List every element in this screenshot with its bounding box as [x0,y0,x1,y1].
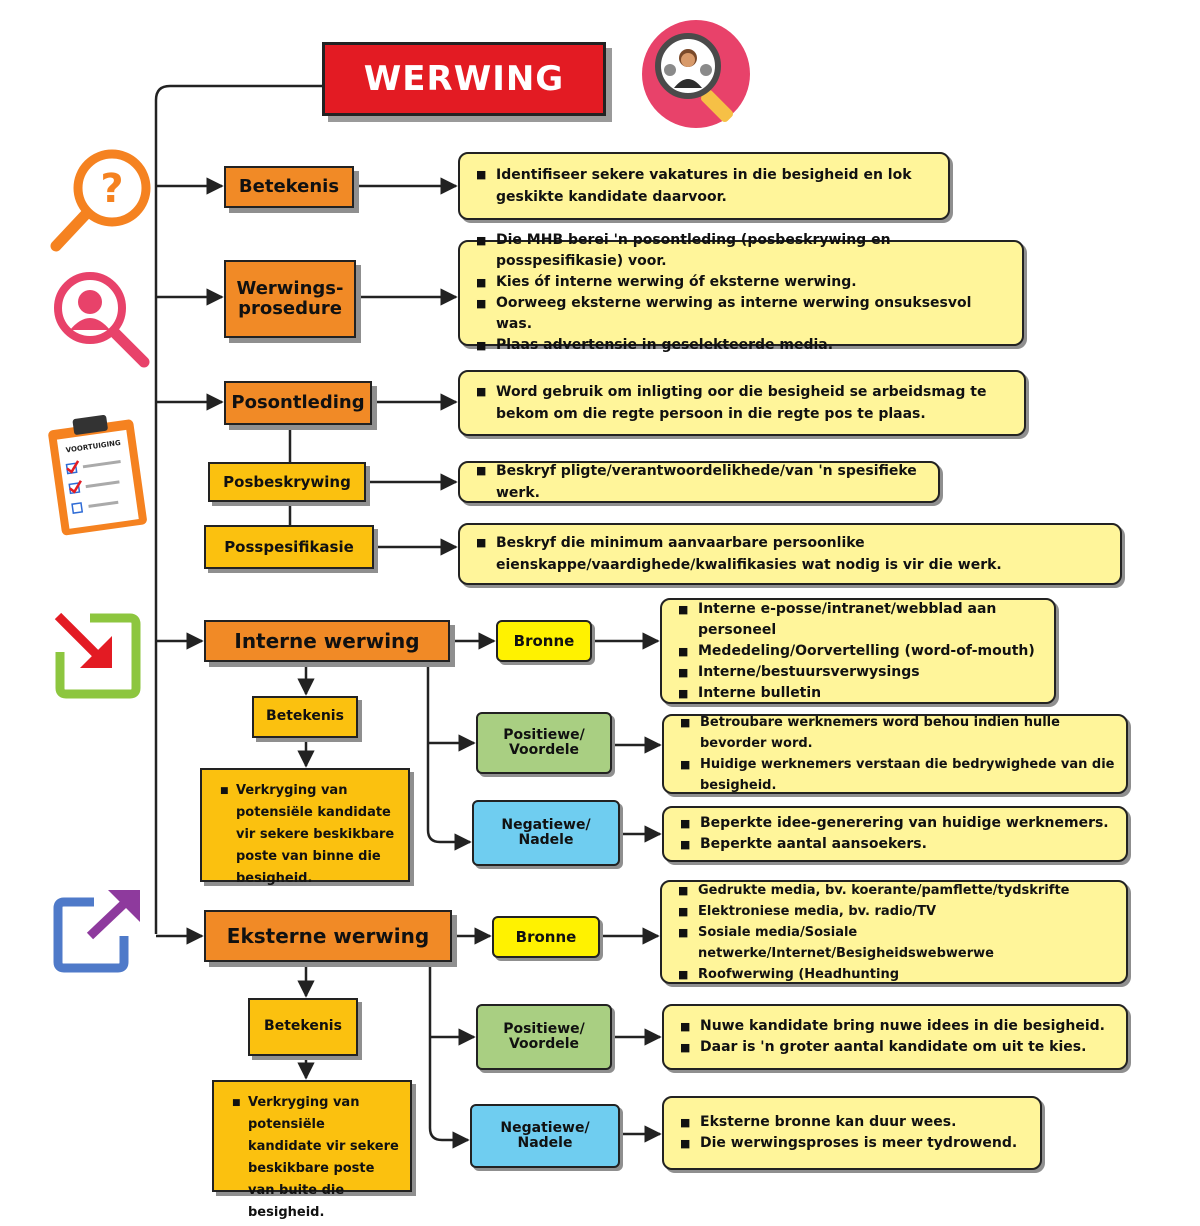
interne-negatief-info: Beperkte idee-generering van huidige wer… [662,806,1128,862]
eksterne-bronne-info: Gedrukte media, bv. koerante/pamflette/t… [660,880,1128,985]
eksterne-bron-2: Elektroniese media, bv. radio/TV [678,901,1116,922]
betekenis-label: Betekenis [224,166,354,208]
betekenis-info: Identifiseer sekere vakatures in die bes… [458,152,950,220]
clipboard-checklist-icon: VOORTUIGING [44,408,156,538]
procedure-point-1: Die MHB berei 'n posontleding (posbeskry… [476,230,1012,272]
eksterne-negatief-2: Die werwingsproses is meer tydrowend. [680,1133,1017,1154]
posontleding-info: Word gebruik om inligting oor die besigh… [458,370,1026,436]
eksterne-bron-1: Gedrukte media, bv. koerante/pamflette/t… [678,880,1116,901]
interne-bron-2: Mededeling/Oorvertelling (word-of-mouth) [678,641,1044,662]
eksterne-werwing-label: Eksterne werwing [204,910,452,962]
interne-positief-label: Positiewe/ Voordele [476,712,612,774]
interne-bron-4: Interne bulletin [678,683,1044,704]
interne-betekenis-label: Betekenis [252,696,358,738]
posbeskrywing-point-1: Beskryf pligte/verantwoordelikhede/van '… [476,460,928,504]
eksterne-negatief-label: Negatiewe/ Nadele [470,1104,620,1168]
interne-negatief-label: Negatiewe/ Nadele [472,800,620,866]
eksterne-negatief-1: Eksterne bronne kan duur wees. [680,1112,1017,1133]
interne-bron-1: Interne e-posse/intranet/webblad aan per… [678,599,1044,641]
interne-positief-info: Betroubare werknemers word behou indien … [662,712,1128,796]
eksterne-betekenis-text: Verkryging van potensiële kandidate vir … [232,1092,400,1224]
question-magnifier-icon: ? [46,142,156,254]
arrow-out-icon [50,884,146,976]
posbeskrywing-info: Beskryf pligte/verantwoordelikhede/van '… [458,460,940,504]
eksterne-negatief-info: Eksterne bronne kan duur wees. Die werwi… [662,1096,1042,1170]
interne-positief-1: Betroubare werknemers word behou indien … [680,712,1116,754]
interne-bronne-label: Bronne [496,620,592,662]
eksterne-positief-2: Daar is 'n groter aantal kandidate om ui… [680,1037,1105,1058]
procedure-info: Die MHB berei 'n posontleding (posbeskry… [458,230,1024,356]
posspesifikasie-info: Beskryf die minimum aanvaarbare persoonl… [458,523,1122,585]
interne-negatief-2: Beperkte aantal aansoekers. [680,834,1109,855]
page-title: WERWING [363,59,565,99]
posspesifikasie-label: Posspesifikasie [204,525,374,569]
procedure-point-2: Kies óf interne werwing óf eksterne werw… [476,272,1012,293]
posspesifikasie-point-1: Beskryf die minimum aanvaarbare persoonl… [476,532,1110,576]
posontleding-point-1: Word gebruik om inligting oor die besigh… [476,381,1014,425]
interne-negatief-1: Beperkte idee-generering van huidige wer… [680,813,1109,834]
eksterne-positief-1: Nuwe kandidate bring nuwe idees in die b… [680,1016,1105,1037]
eksterne-betekenis-label: Betekenis [248,998,358,1056]
svg-text:?: ? [100,166,123,212]
title-banner: WERWING [322,42,606,116]
recruitment-magnifier-icon [640,18,760,130]
procedure-point-4: Plaas advertensie in geselekteerde media… [476,335,1012,356]
interne-werwing-label: Interne werwing [204,620,450,662]
interne-betekenis-note: Verkryging van potensiële kandidate vir … [200,768,410,886]
person-search-icon [48,268,152,368]
interne-positief-2: Huidige werknemers verstaan die bedrywig… [680,754,1116,796]
eksterne-bronne-label: Bronne [492,916,600,958]
arrow-in-icon [50,608,146,704]
interne-bronne-info: Interne e-posse/intranet/webblad aan per… [660,598,1056,704]
procedure-label: Werwings-prosedure [224,260,356,338]
procedure-point-3: Oorweeg eksterne werwing as interne werw… [476,293,1012,335]
eksterne-bron-4: Roofwerwing (Headhunting [678,964,1116,985]
betekenis-point-1: Identifiseer sekere vakatures in die bes… [476,164,938,208]
posontleding-label: Posontleding [224,381,372,425]
eksterne-bron-3: Sosiale media/Sosiale netwerke/Internet/… [678,922,1116,964]
eksterne-positief-info: Nuwe kandidate bring nuwe idees in die b… [662,1004,1128,1070]
eksterne-positief-label: Positiewe/ Voordele [476,1004,612,1070]
interne-betekenis-text: Verkryging van potensiële kandidate vir … [220,780,398,890]
posbeskrywing-label: Posbeskrywing [208,462,366,502]
interne-bron-3: Interne/bestuursverwysings [678,662,1044,683]
eksterne-betekenis-note: Verkryging van potensiële kandidate vir … [212,1080,412,1220]
